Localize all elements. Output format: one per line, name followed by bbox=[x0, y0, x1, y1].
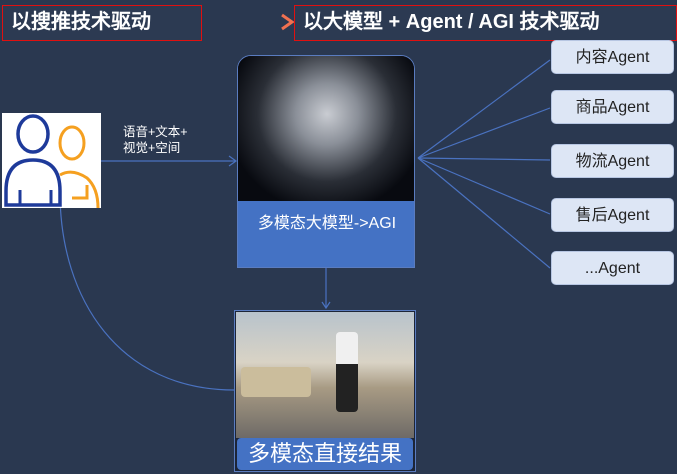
users-icon bbox=[2, 113, 101, 208]
agent-content: 内容Agent bbox=[551, 40, 674, 74]
modality-label: 语音+文本+ 视觉+空间 bbox=[123, 124, 188, 156]
model-label: 多模态大模型->AGI bbox=[238, 201, 414, 267]
agent-era-title: 以大模型 + Agent / AGI 技术驱动 bbox=[294, 5, 677, 41]
modality-line-1: 语音+文本+ bbox=[123, 125, 188, 139]
agent-more: ...Agent bbox=[551, 251, 674, 285]
result-card: 多模态直接结果 bbox=[234, 310, 416, 472]
agent-logistics: 物流Agent bbox=[551, 144, 674, 178]
search-era-title: 以搜推技术驱动 bbox=[2, 5, 202, 41]
agent-arrows bbox=[417, 59, 551, 269]
agent-after-sales: 售后Agent bbox=[551, 198, 674, 232]
multimodal-model-card: 多模态大模型->AGI bbox=[237, 55, 415, 268]
modality-line-2: 视觉+空间 bbox=[123, 141, 181, 155]
feedback-arrow bbox=[59, 191, 235, 391]
robot-image bbox=[238, 56, 414, 201]
agent-product: 商品Agent bbox=[551, 90, 674, 124]
ar-scene-image bbox=[236, 312, 414, 438]
result-label: 多模态直接结果 bbox=[237, 438, 413, 470]
